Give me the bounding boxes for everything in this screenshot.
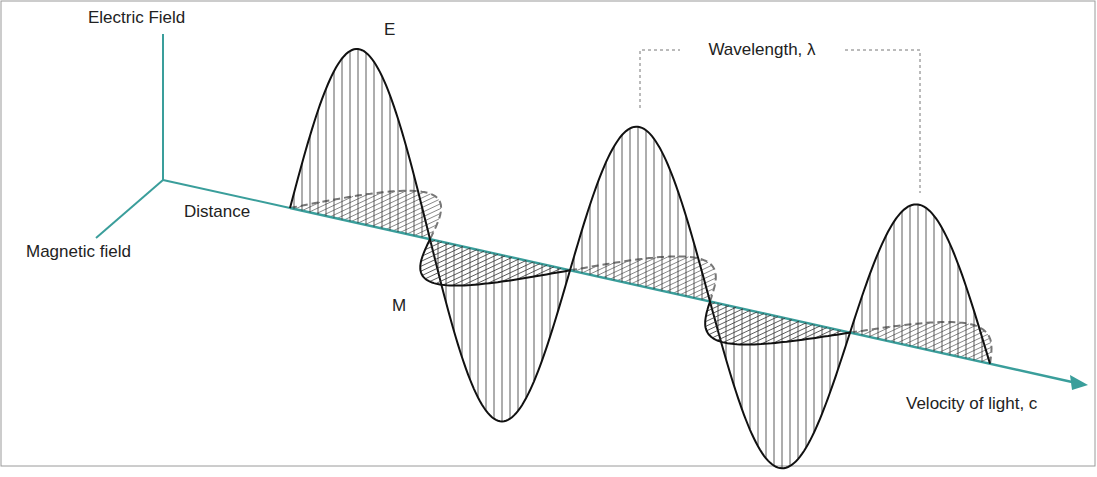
- wave-label: M: [392, 296, 406, 316]
- magnetic-curve-back: [850, 322, 992, 364]
- propagation-axis: [290, 208, 1072, 382]
- frame: [1, 1, 1095, 466]
- axes: [96, 34, 290, 238]
- wavelength-label: Wavelength, λ: [704, 40, 819, 60]
- wave-label: E: [384, 20, 395, 40]
- magnetic-hatching: [420, 240, 568, 285]
- magnetic-wave-front: [420, 239, 850, 344]
- magnetic-hatching: [705, 303, 848, 345]
- axis-label: Magnetic field: [26, 242, 131, 262]
- magnetic-curve: [420, 239, 570, 285]
- wavelength-bracket: [640, 50, 920, 193]
- axis-label: Velocity of light, c: [906, 394, 1037, 414]
- magnetic-hatching: [575, 256, 716, 301]
- electric-wave: [290, 49, 990, 468]
- magnetic-curve: [705, 302, 850, 345]
- axis-label: Distance: [184, 202, 250, 222]
- magnetic-curve-back: [290, 191, 441, 240]
- arrow-head: [1070, 375, 1088, 390]
- electric-hatching: [294, 49, 982, 468]
- electric-curve: [290, 49, 990, 468]
- axis-label: Electric Field: [88, 8, 185, 28]
